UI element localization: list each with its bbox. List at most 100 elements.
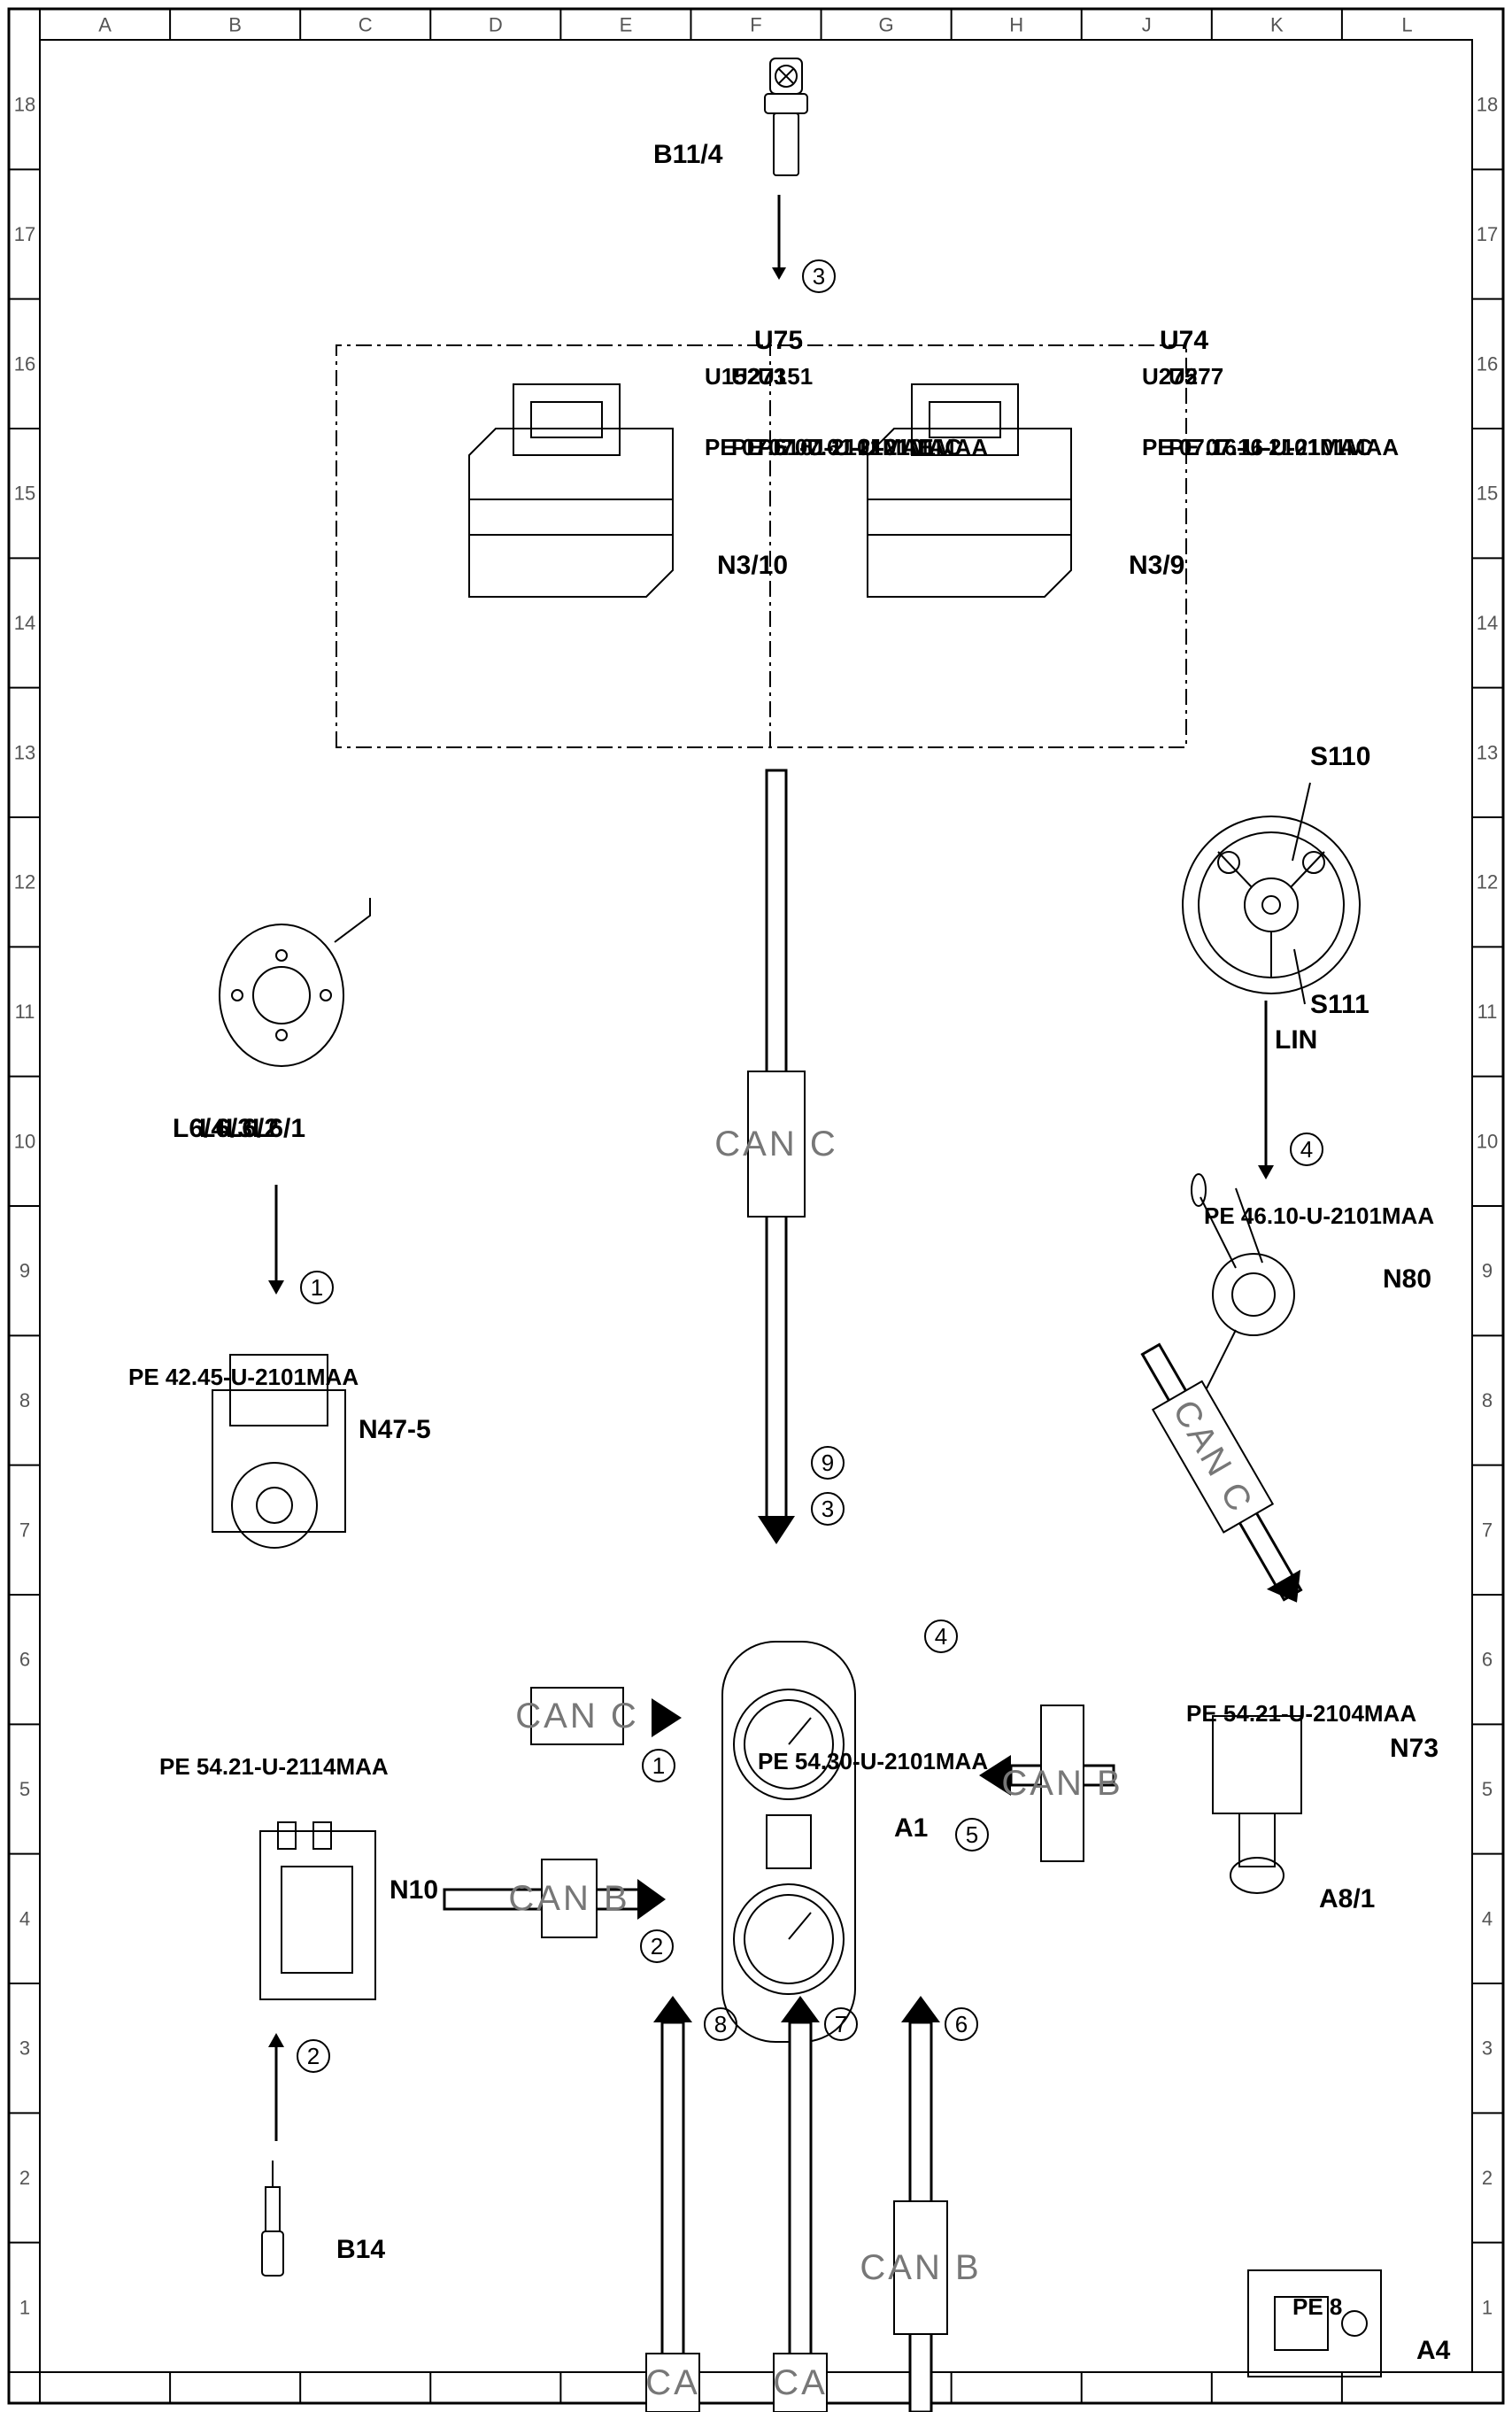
n10-sam-module-icon	[259, 1821, 376, 2000]
grid-row-label: 12	[1477, 871, 1498, 893]
u152-code: U152	[705, 363, 760, 390]
n80-ref: PE 46.10-U-2101MAA	[1204, 1202, 1434, 1229]
a1-instrument-cluster-icon	[721, 1641, 856, 2043]
a8-1-label: A8/1	[1319, 1884, 1375, 1913]
step-1b-circle	[642, 1749, 675, 1782]
u277-code: U277	[1169, 363, 1223, 390]
a4-component-icon	[1247, 2269, 1382, 2377]
step-8-label: 8	[714, 2011, 727, 2037]
grid-column-label: A	[98, 14, 112, 36]
grid-row-label: 1	[19, 2296, 30, 2318]
can-c-n80-bus: CAN C	[1140, 1342, 1303, 1603]
grid-row-label: 16	[14, 352, 35, 375]
u275-ref: PE 07.16-U-2101MAC	[1142, 434, 1372, 460]
step-2b-circle	[297, 2039, 330, 2073]
grid-row-label: 10	[14, 1130, 35, 1152]
u275-code: U275	[1142, 363, 1197, 390]
grid-row-label: 3	[19, 2037, 30, 2060]
ca-bus-7-tag	[773, 2353, 828, 2412]
grid-row-label: 9	[1482, 1260, 1493, 1282]
b11-4-temperature-sensor-icon	[764, 58, 808, 176]
ca-bus-8-tag	[645, 2353, 700, 2412]
can-c-engine-tag	[747, 1071, 806, 1218]
grid-column-label: B	[228, 14, 242, 36]
l6-arrowhead	[268, 1280, 284, 1295]
b14-arrowhead	[268, 2033, 284, 2047]
ca-bus-7-arrowhead	[781, 1996, 820, 2022]
lin-label: LIN	[1275, 1025, 1317, 1055]
grid-row-label: 3	[1482, 2037, 1493, 2060]
step-9-circle	[811, 1446, 845, 1480]
grid-row-label: 15	[1477, 483, 1498, 505]
can-c-engine-text: CAN C	[714, 1125, 837, 1163]
step-4-label: 4	[1300, 1136, 1313, 1163]
step-7-label: 7	[835, 2011, 847, 2037]
step-1-circle	[300, 1271, 334, 1304]
grid-column-label: L	[1401, 14, 1412, 36]
a4-ref: PE 8	[1292, 2293, 1342, 2320]
n10-ref: PE 54.21-U-2114MAA	[159, 1753, 389, 1780]
can-c-esp-text: CAN C	[515, 1697, 638, 1736]
u75-label: U75	[754, 326, 803, 355]
s110-label: S110	[1310, 742, 1370, 771]
step-1b-label: 1	[652, 1752, 665, 1779]
ca-bus-8-arrowhead	[653, 1996, 692, 2022]
can-c-engine-arrowhead	[758, 1516, 795, 1544]
s111-button-icon	[1302, 851, 1325, 874]
grid-row-label: 8	[19, 1389, 30, 1411]
l6-4-label: L6/4	[173, 1114, 226, 1143]
can-b-n10-text: CAN B	[508, 1879, 629, 1918]
n3-10-label: N3/10	[717, 551, 788, 580]
n73-ref: PE 54.21-U-2104MAA	[1186, 1700, 1416, 1727]
grid-row-label: 4	[1482, 1907, 1493, 1929]
b11-4-label: B11/4	[653, 140, 723, 169]
step-6-circle	[945, 2007, 978, 2041]
n47-5-ref: PE 42.45-U-2101MAA	[128, 1364, 359, 1390]
u273-ref: PE 07.61-U-2101MAC	[731, 434, 961, 460]
grid-row-label: 18	[14, 94, 35, 116]
grid-row-label: 11	[15, 1001, 35, 1023]
grid-row-label: 2	[1482, 2167, 1493, 2189]
a1-label: A1	[894, 1813, 928, 1843]
grid-row-label: 12	[14, 871, 35, 893]
grid-row-label: 7	[1482, 1519, 1493, 1541]
can-c-esp-bus-fill	[453, 1456, 655, 1725]
step-9-label: 9	[822, 1450, 834, 1476]
arrow-head	[772, 267, 786, 280]
grid-row-label: 7	[19, 1519, 30, 1541]
a1-ref: PE 54.30-U-2101MAA	[758, 1748, 988, 1774]
can-c-esp-tag	[530, 1687, 624, 1745]
can-b-n73-arrowhead	[979, 1755, 1011, 1796]
ca-bus-8-text: CA	[645, 2363, 700, 2402]
engine-units-dashed-box	[336, 344, 1187, 748]
can-b-n10-arrowhead	[637, 1879, 666, 1920]
can-b-bottom-arrowhead	[901, 1996, 940, 2022]
ca-bus-7-text: CA	[773, 2363, 828, 2402]
step-5-label: 5	[966, 1821, 978, 1848]
n47-5-esp-unit-icon	[212, 1354, 346, 1549]
grid-row-label: 9	[19, 1260, 30, 1282]
grid-column-label: H	[1009, 14, 1023, 36]
grid-row-label: 6	[19, 1649, 30, 1671]
n3-10-ecu-icon	[468, 383, 674, 598]
step-3-circle	[802, 259, 836, 293]
step-5-circle	[955, 1818, 989, 1852]
grid-row-label: 17	[14, 223, 35, 245]
grid-row-label: 4	[19, 1907, 30, 1929]
grid-row-label: 13	[14, 741, 35, 763]
l6-1-label: L6/1	[252, 1114, 305, 1143]
u277-ref: PE 07.16-U-2101MAA	[1169, 434, 1399, 460]
step-2b-label: 2	[307, 2043, 320, 2069]
b14-label: B14	[336, 2235, 385, 2264]
u151-ref: PE 07.61-U-2101MAA	[758, 434, 988, 460]
step-4b-circle	[924, 1620, 958, 1653]
grid-row-label: 17	[1477, 223, 1498, 245]
n73-ignition-switch-icon	[1212, 1715, 1302, 1894]
grid-row-label: 5	[1482, 1778, 1493, 1800]
can-b-bottom-tag	[893, 2200, 948, 2335]
n3-9-label: N3/9	[1129, 551, 1184, 580]
step-4b-label: 4	[935, 1623, 947, 1650]
grid-ticks	[9, 9, 1503, 2403]
s111-label: S111	[1310, 990, 1369, 1019]
grid-row-label: 8	[1482, 1389, 1493, 1411]
